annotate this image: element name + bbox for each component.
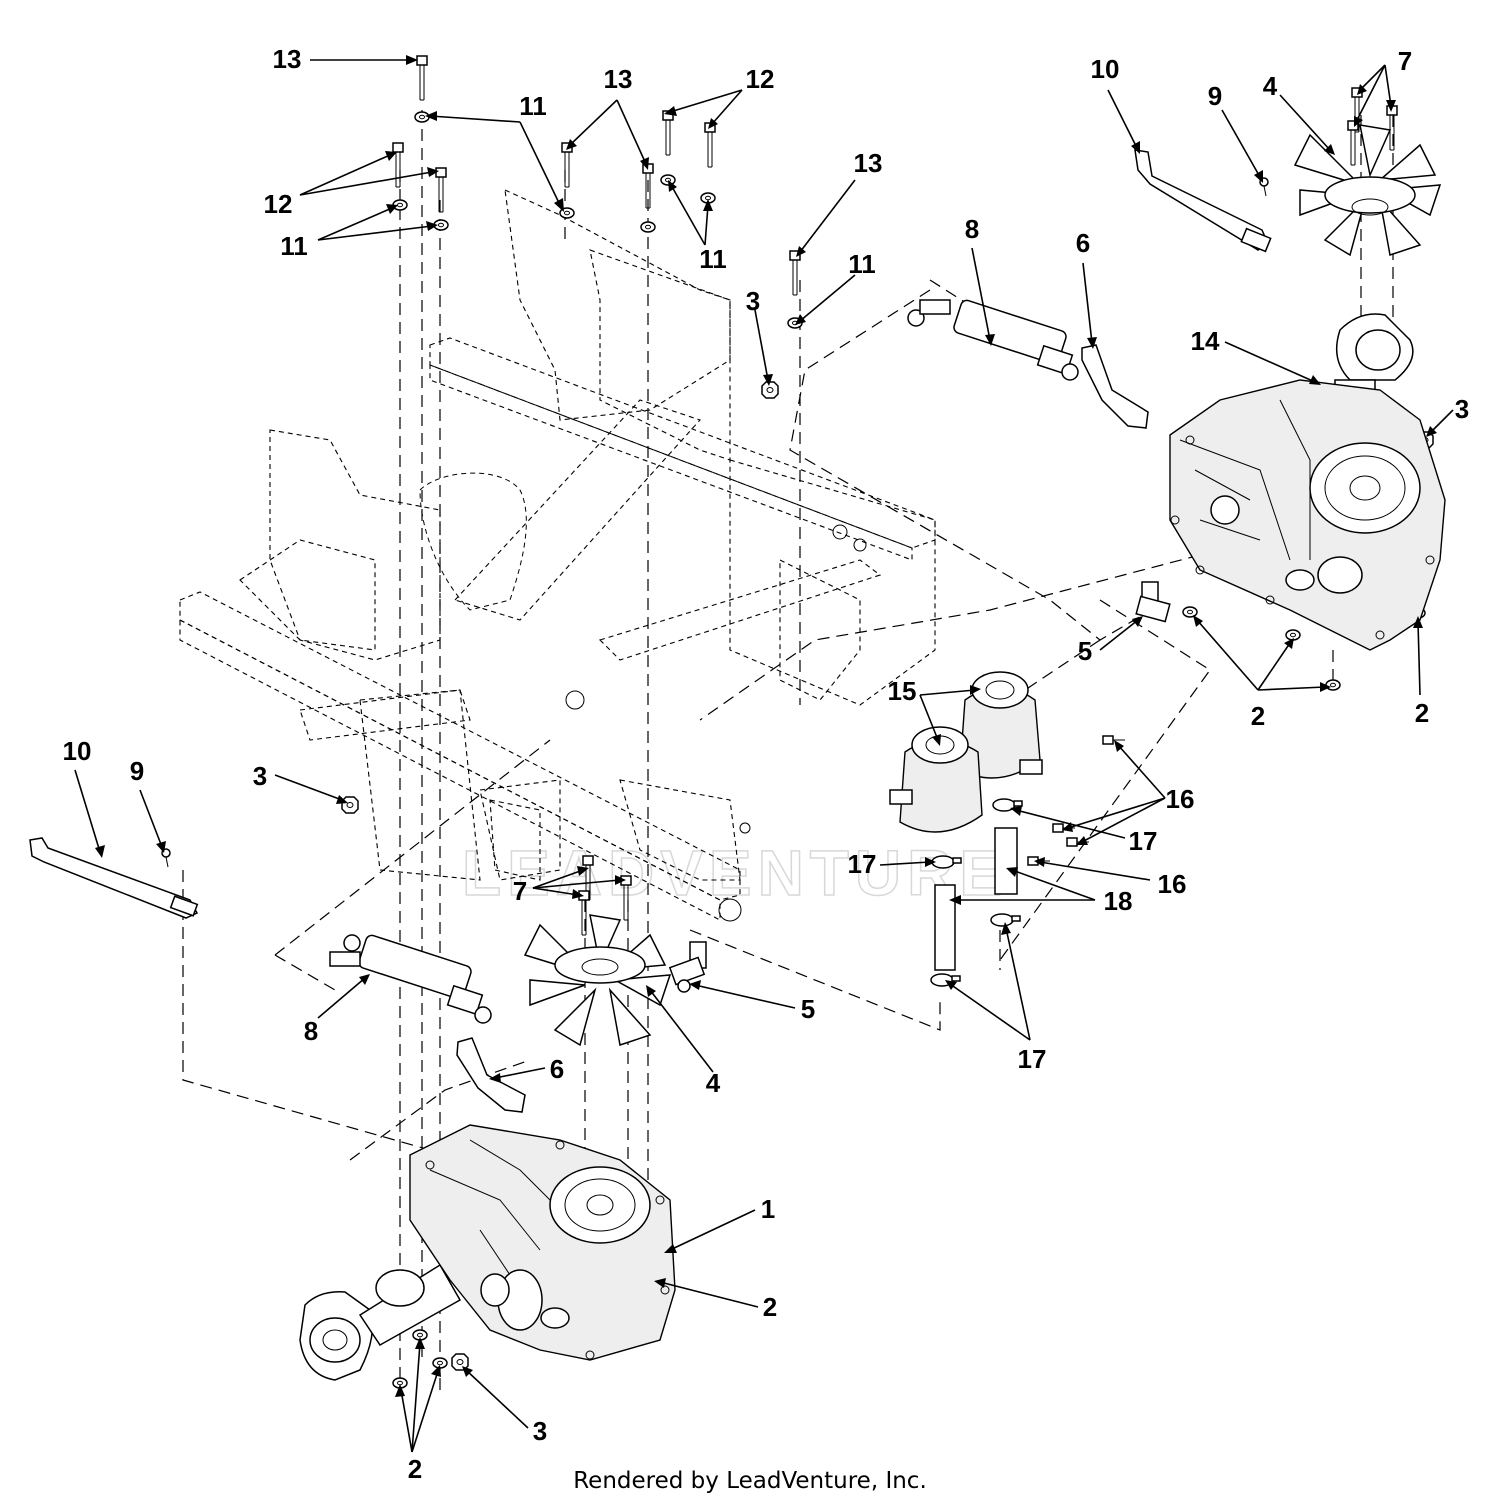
callout-6: 6 bbox=[550, 1054, 564, 1084]
hardware bbox=[161, 55, 1434, 1389]
callout-8: 8 bbox=[304, 1016, 318, 1046]
callout-1: 1 bbox=[761, 1194, 775, 1224]
damper-left bbox=[329, 934, 492, 1024]
callout-2: 2 bbox=[763, 1292, 777, 1322]
callout-13: 13 bbox=[604, 64, 633, 94]
bracket-left bbox=[456, 1037, 526, 1113]
callout-13: 13 bbox=[854, 148, 883, 178]
callout-18: 18 bbox=[1104, 886, 1133, 916]
bracket-right bbox=[1081, 344, 1149, 429]
callout-2: 2 bbox=[408, 1454, 422, 1484]
transaxle-right bbox=[1169, 313, 1446, 651]
callout-11: 11 bbox=[519, 91, 547, 121]
callout-15: 15 bbox=[888, 676, 917, 706]
callout-8: 8 bbox=[965, 214, 979, 244]
callout-17: 17 bbox=[1129, 826, 1158, 856]
callout-3: 3 bbox=[746, 286, 760, 316]
callout-4: 4 bbox=[706, 1068, 721, 1098]
callout-5: 5 bbox=[1078, 636, 1092, 666]
damper-right bbox=[907, 299, 1079, 381]
callout-2: 2 bbox=[1415, 698, 1429, 728]
callout-labels: 13 11 13 12 12 11 11 13 11 10 9 4 7 8 6 … bbox=[63, 44, 1470, 1484]
callout-16: 16 bbox=[1158, 869, 1187, 899]
fitting-left bbox=[668, 941, 707, 993]
callout-3: 3 bbox=[533, 1416, 547, 1446]
cooling-fan-left bbox=[523, 914, 672, 1047]
callout-7: 7 bbox=[513, 876, 527, 906]
callout-9: 9 bbox=[130, 756, 144, 786]
callout-17: 17 bbox=[848, 849, 877, 879]
callout-6: 6 bbox=[1076, 228, 1090, 258]
callout-12: 12 bbox=[264, 189, 293, 219]
cooling-fan-right bbox=[1293, 124, 1442, 257]
callout-7: 7 bbox=[1398, 46, 1412, 76]
control-rod-right bbox=[1134, 149, 1272, 253]
footer-credit: Rendered by LeadVenture, Inc. bbox=[573, 1468, 927, 1494]
callout-17: 17 bbox=[1018, 1044, 1047, 1074]
alignment-lines bbox=[182, 110, 1394, 1390]
callout-2: 2 bbox=[1251, 701, 1265, 731]
transaxle-left bbox=[299, 1124, 676, 1381]
leader-lines bbox=[74, 55, 1454, 1453]
callout-3: 3 bbox=[253, 761, 267, 791]
callout-10: 10 bbox=[63, 736, 92, 766]
callout-16: 16 bbox=[1166, 784, 1195, 814]
callout-11: 11 bbox=[699, 244, 727, 274]
reservoir-tanks bbox=[889, 671, 1043, 833]
callout-14: 14 bbox=[1191, 326, 1220, 356]
callout-11: 11 bbox=[848, 249, 876, 279]
callout-13: 13 bbox=[273, 44, 302, 74]
callout-4: 4 bbox=[1263, 71, 1278, 101]
callout-9: 9 bbox=[1208, 81, 1222, 111]
callout-10: 10 bbox=[1091, 54, 1120, 84]
frame-assembly bbox=[179, 189, 936, 922]
watermark: LEADVENTURE bbox=[462, 837, 1008, 909]
callout-12: 12 bbox=[746, 64, 775, 94]
fitting-right bbox=[1135, 581, 1171, 623]
callout-5: 5 bbox=[801, 994, 815, 1024]
callout-3: 3 bbox=[1455, 394, 1469, 424]
callout-11: 11 bbox=[280, 231, 308, 261]
control-rod-left bbox=[29, 837, 199, 919]
